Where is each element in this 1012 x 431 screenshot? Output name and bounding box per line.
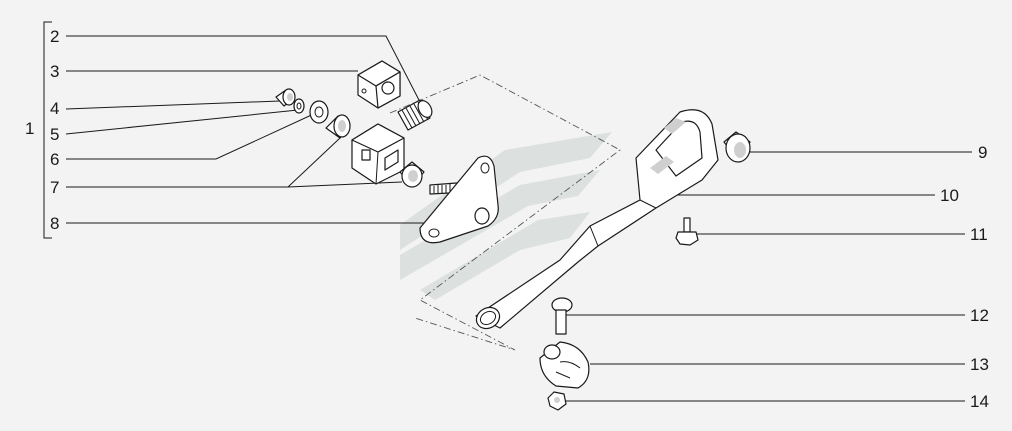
- part-4-bushing: [275, 88, 296, 107]
- leader-7: [66, 137, 403, 188]
- part-7-bushing-lower: [399, 161, 425, 188]
- part-5-washer: [293, 98, 305, 114]
- part-11-hex-bolt: [675, 217, 699, 246]
- part-10-arm: [475, 109, 719, 330]
- part-8-plate: [419, 155, 499, 244]
- leader-5: [65, 109, 299, 135]
- part-7-bushing-upper: [325, 114, 351, 139]
- callout-6: 6: [50, 150, 59, 169]
- part-3-square-block: [357, 60, 401, 109]
- clevis-block: [351, 123, 405, 185]
- part-13-clamp: [539, 341, 590, 389]
- callout-5: 5: [50, 125, 59, 144]
- part-2-threaded-stud: [397, 99, 433, 131]
- callout-12: 12: [970, 306, 989, 325]
- callout-13: 13: [970, 355, 989, 374]
- callout-labels: 1 2 3 4 5 6 7 8 9 10 11 12 13 14: [25, 27, 989, 411]
- part-12-carriage-bolt: [551, 297, 573, 335]
- callout-8: 8: [50, 214, 59, 233]
- callout-9: 9: [978, 143, 987, 162]
- callout-4: 4: [50, 99, 59, 118]
- callout-2: 2: [50, 27, 59, 46]
- callout-1: 1: [25, 119, 34, 138]
- callout-3: 3: [50, 62, 59, 81]
- callout-10: 10: [940, 186, 959, 205]
- leader-6: [66, 111, 319, 160]
- part-9-grommet: [723, 131, 751, 163]
- callout-11: 11: [970, 225, 988, 244]
- leader-4: [65, 100, 281, 110]
- part-6-flat-washer: [309, 100, 329, 124]
- callout-14: 14: [970, 392, 989, 411]
- leader-2: [66, 35, 421, 103]
- leader-lines: [65, 35, 972, 402]
- callout-7: 7: [50, 178, 59, 197]
- assembly-boundary: [389, 74, 621, 351]
- part-14-nut: [547, 391, 567, 411]
- watermark-logo: [400, 132, 612, 300]
- group-bracket: [43, 21, 52, 239]
